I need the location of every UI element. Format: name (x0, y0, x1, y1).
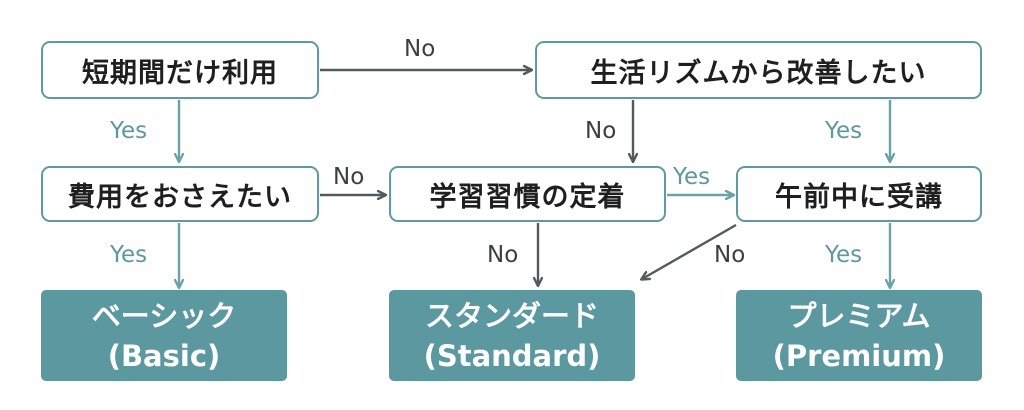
result-basic: ベーシック (Basic) (41, 290, 287, 381)
label-habit-to-morning: Yes (673, 164, 711, 190)
label-cost-to-habit: No (333, 164, 365, 190)
node-cost: 費用をおさえたい (41, 166, 319, 222)
label-short-to-rhythm: No (404, 36, 436, 62)
result-premium-name: プレミアム (787, 298, 931, 333)
label-habit-to-standard: No (487, 242, 519, 268)
label-morning-to-premium: Yes (825, 242, 863, 268)
label-rhythm-to-morning: Yes (825, 118, 863, 144)
label-cost-to-basic: Yes (110, 242, 148, 268)
label-morning-to-standard: No (714, 242, 746, 268)
node-rhythm: 生活リズムから改善したい (535, 41, 982, 99)
result-standard: スタンダード (Standard) (389, 290, 635, 381)
node-habit: 学習習慣の定着 (389, 166, 666, 222)
edge-morning-to-standard (642, 223, 737, 279)
result-premium: プレミアム (Premium) (736, 290, 982, 381)
node-morning: 午前中に受講 (736, 166, 982, 222)
result-standard-en: (Standard) (423, 338, 601, 373)
result-basic-name: ベーシック (91, 298, 237, 333)
label-short-to-cost: Yes (110, 118, 148, 144)
result-premium-en: (Premium) (772, 338, 946, 373)
result-basic-en: (Basic) (107, 338, 221, 373)
node-short-term: 短期間だけ利用 (41, 41, 319, 99)
result-standard-name: スタンダード (424, 298, 599, 333)
label-rhythm-to-habit: No (585, 118, 617, 144)
